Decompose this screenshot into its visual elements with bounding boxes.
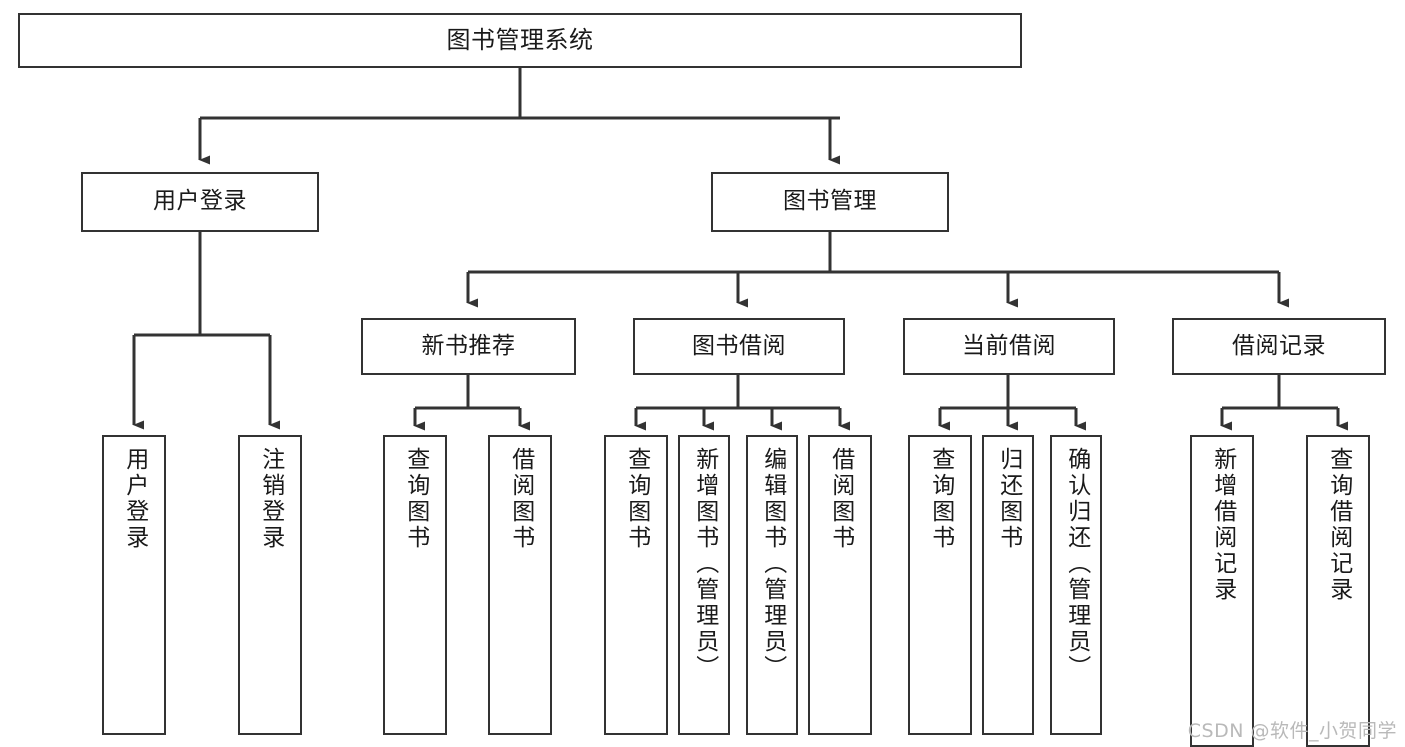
leaf-book-borrow-borrow-book[interactable]: 借阅图书 (808, 435, 872, 735)
node-book-borrow-label: 图书借阅 (692, 332, 786, 359)
leaf-borrow-record-query-record-label: 查询借阅记录 (1325, 447, 1352, 603)
node-new-book-recommend-label: 新书推荐 (421, 332, 516, 359)
leaf-user-login-login-label: 用户登录 (121, 447, 148, 551)
csdn-watermark: CSDN @软件_小贺同学 (1187, 720, 1397, 742)
leaf-new-book-query-book[interactable]: 查询图书 (383, 435, 447, 735)
leaf-book-borrow-query-book-label: 查询图书 (623, 447, 650, 551)
leaf-current-borrow-confirm-return-admin[interactable]: 确认归还（管理员） (1050, 435, 1102, 735)
leaf-user-login-logout[interactable]: 注销登录 (238, 435, 302, 735)
leaf-user-login-logout-label: 注销登录 (257, 447, 284, 551)
leaf-book-borrow-add-book-admin-label: 新增图书（管理员） (691, 447, 718, 681)
node-user-login-label: 用户登录 (153, 188, 247, 215)
node-current-borrow-label: 当前借阅 (962, 332, 1056, 359)
leaf-current-borrow-query-book[interactable]: 查询图书 (908, 435, 972, 735)
node-root-book-management-system[interactable]: 图书管理系统 (18, 13, 1022, 68)
leaf-borrow-record-query-record[interactable]: 查询借阅记录 (1306, 435, 1370, 747)
leaf-new-book-borrow-book[interactable]: 借阅图书 (488, 435, 552, 735)
leaf-new-book-query-book-label: 查询图书 (402, 447, 429, 551)
leaf-current-borrow-return-book[interactable]: 归还图书 (982, 435, 1034, 735)
node-root-label: 图书管理系统 (446, 26, 594, 55)
node-book-borrow[interactable]: 图书借阅 (633, 318, 845, 375)
node-book-management[interactable]: 图书管理 (711, 172, 949, 232)
node-borrow-record-label: 借阅记录 (1232, 332, 1326, 359)
node-borrow-record[interactable]: 借阅记录 (1172, 318, 1386, 375)
node-current-borrow[interactable]: 当前借阅 (903, 318, 1115, 375)
leaf-user-login-login[interactable]: 用户登录 (102, 435, 166, 735)
leaf-borrow-record-add-record[interactable]: 新增借阅记录 (1190, 435, 1254, 747)
leaf-new-book-borrow-book-label: 借阅图书 (507, 447, 534, 551)
node-user-login[interactable]: 用户登录 (81, 172, 319, 232)
leaf-current-borrow-confirm-return-admin-label: 确认归还（管理员） (1063, 447, 1090, 681)
node-book-management-label: 图书管理 (783, 188, 877, 215)
leaf-book-borrow-borrow-book-label: 借阅图书 (827, 447, 854, 551)
leaf-current-borrow-return-book-label: 归还图书 (995, 447, 1022, 551)
leaf-book-borrow-edit-book-admin-label: 编辑图书（管理员） (759, 447, 786, 681)
leaf-book-borrow-edit-book-admin[interactable]: 编辑图书（管理员） (746, 435, 798, 735)
leaf-book-borrow-query-book[interactable]: 查询图书 (604, 435, 668, 735)
leaf-borrow-record-add-record-label: 新增借阅记录 (1209, 447, 1236, 603)
leaf-book-borrow-add-book-admin[interactable]: 新增图书（管理员） (678, 435, 730, 735)
node-new-book-recommend[interactable]: 新书推荐 (361, 318, 576, 375)
leaf-current-borrow-query-book-label: 查询图书 (927, 447, 954, 551)
